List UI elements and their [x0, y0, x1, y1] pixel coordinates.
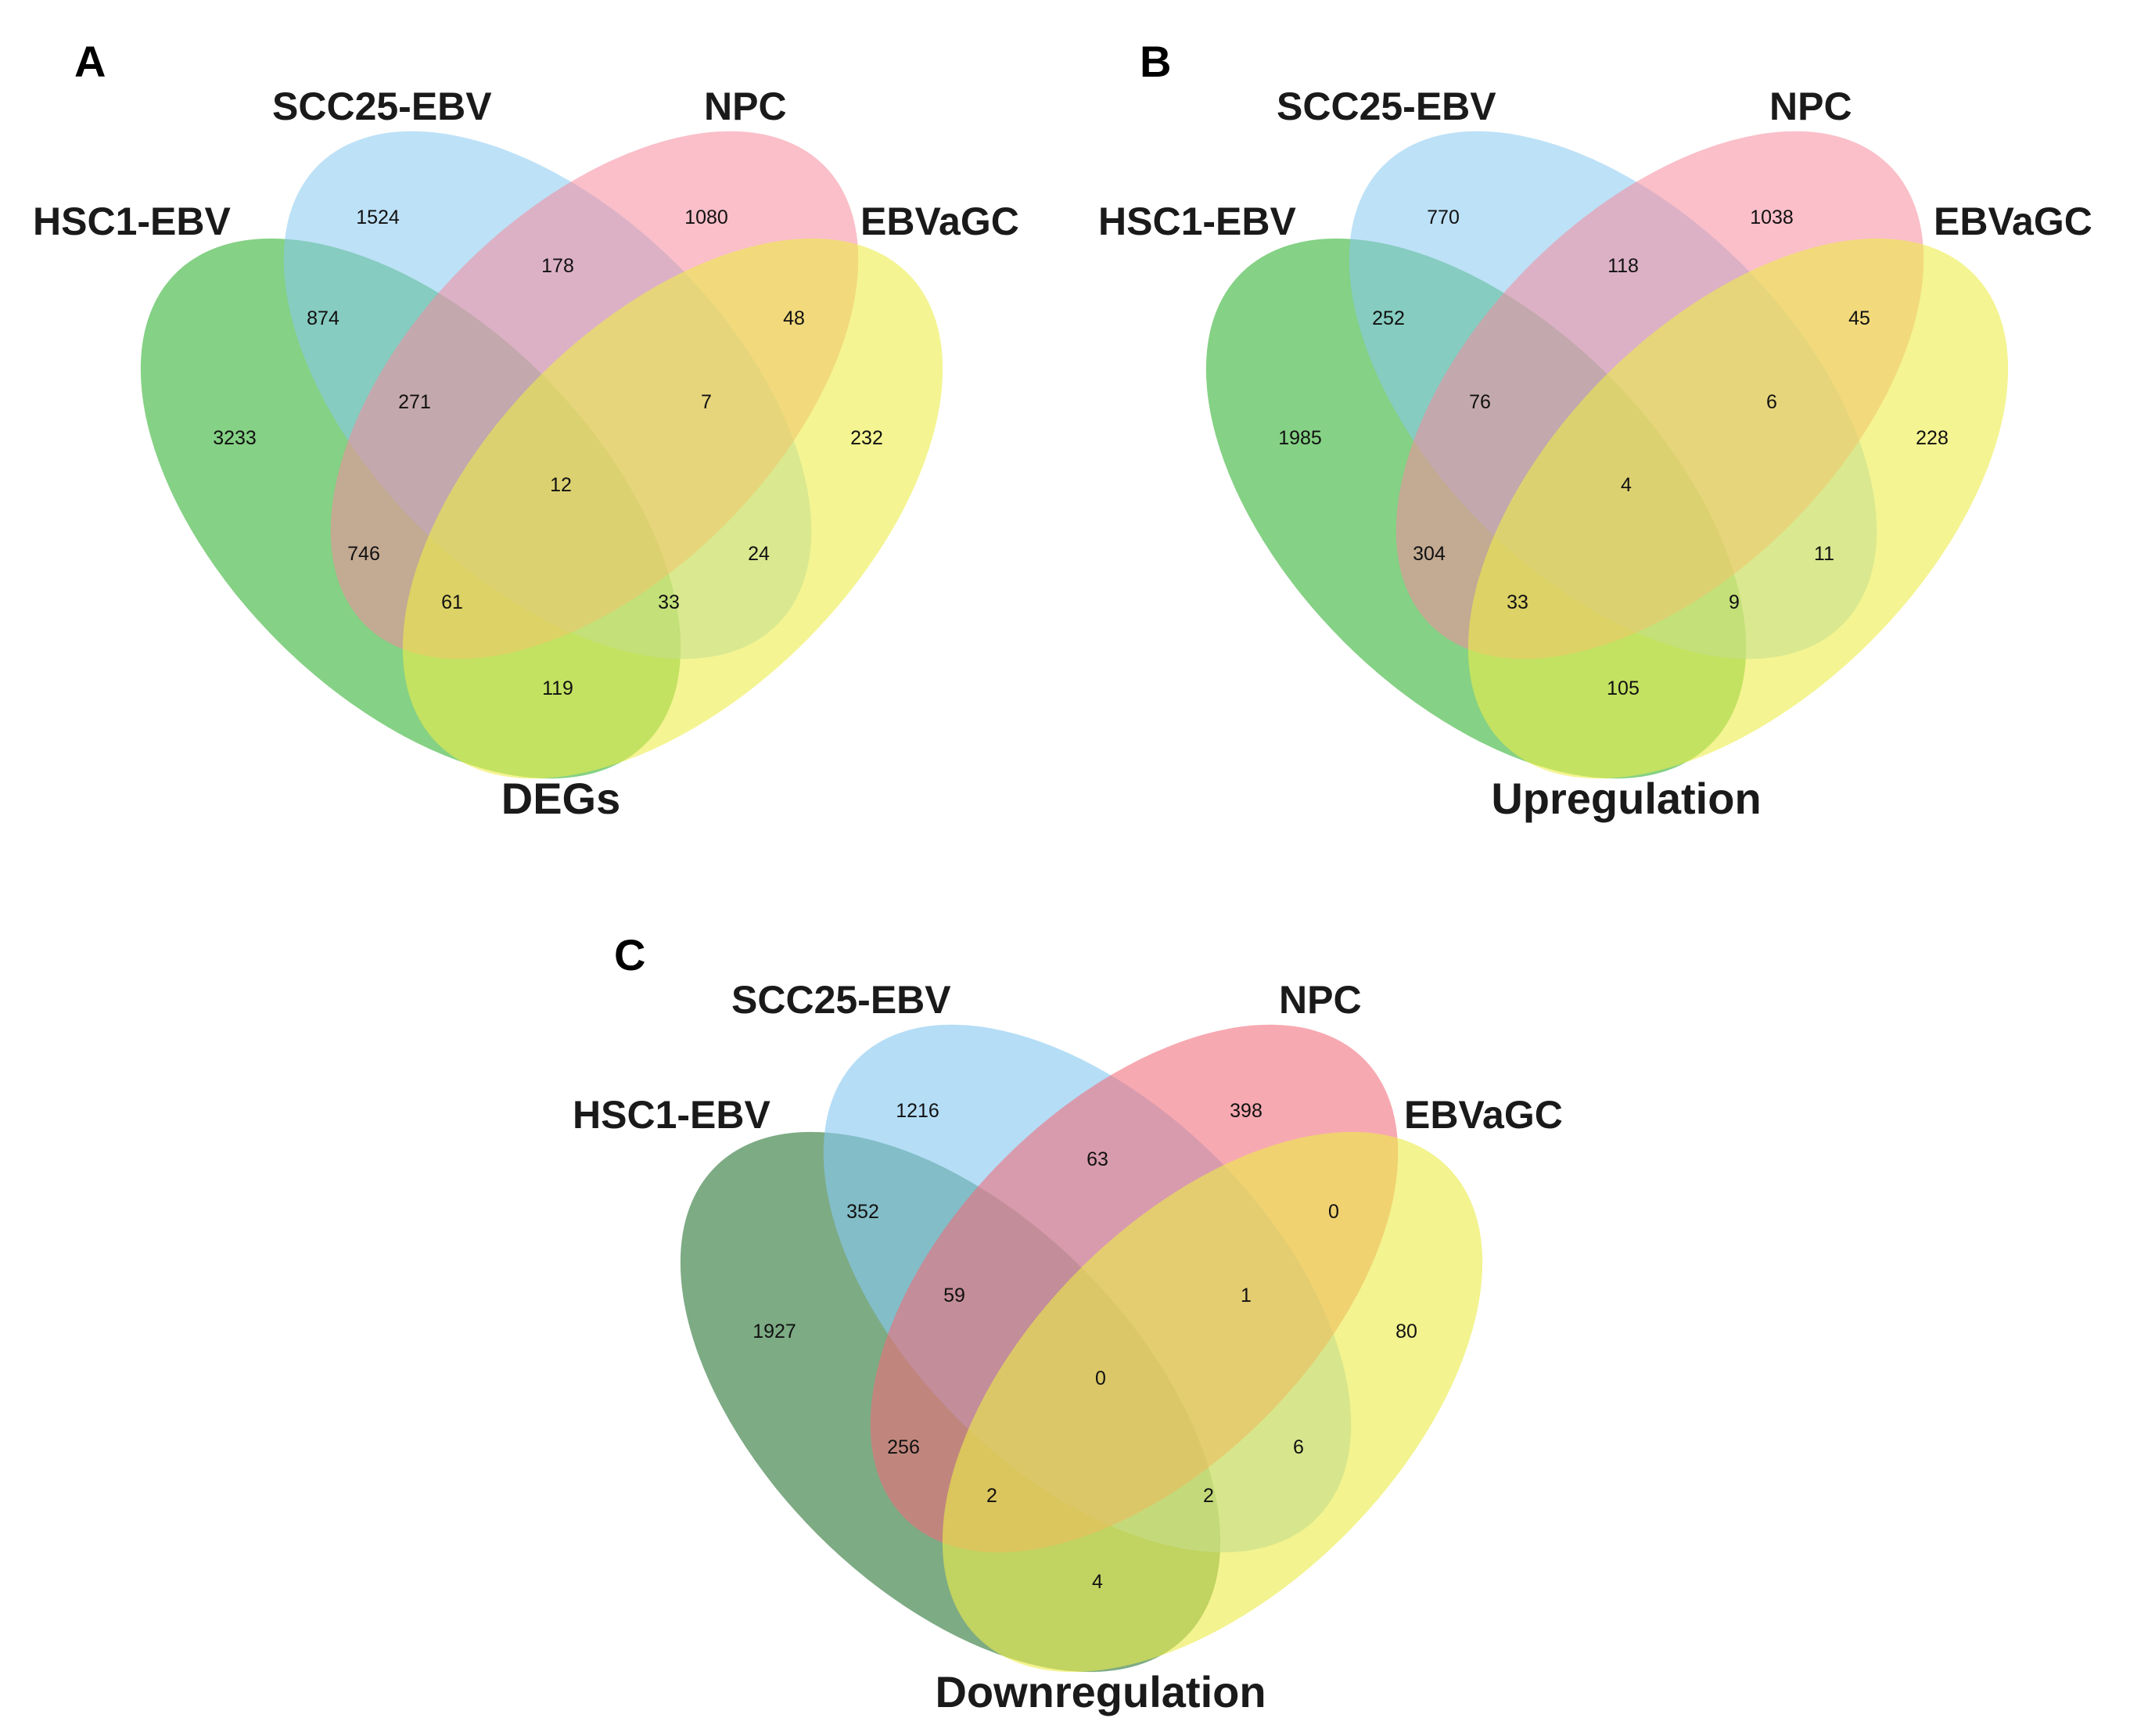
count-ebvagc-only: 232 — [850, 427, 883, 449]
ebvagc-set-ellipse — [942, 1131, 1483, 1673]
count-scc25-npc: 63 — [1087, 1148, 1108, 1170]
count-npc-ebvagc: 48 — [783, 307, 805, 329]
venn-panel-b: B HSC1-EBV SCC25-EBV NPC EBVaGC 1985 770… — [1098, 37, 2092, 823]
panel-title: DEGs — [501, 774, 621, 823]
count-hsc1-ebvagc: 4 — [1092, 1571, 1103, 1593]
hsc1-label: HSC1-EBV — [33, 199, 231, 243]
count-ebvagc-only: 228 — [1916, 427, 1949, 449]
count-hsc1-scc25-ebvagc: 2 — [1203, 1485, 1214, 1507]
count-hsc1-scc25-npc: 271 — [398, 391, 431, 413]
count-scc25-only: 770 — [1427, 207, 1460, 228]
count-scc25-ebvagc: 11 — [1814, 543, 1834, 565]
count-all-four: 4 — [1621, 474, 1632, 496]
count-scc25-npc: 118 — [1607, 255, 1639, 277]
count-hsc1-scc25-npc: 76 — [1469, 391, 1491, 413]
npc-label: NPC — [704, 84, 787, 128]
count-hsc1-ebvagc: 105 — [1607, 678, 1640, 699]
count-hsc1-only: 3233 — [213, 427, 257, 449]
npc-label: NPC — [1279, 978, 1362, 1022]
count-npc-only: 1080 — [684, 207, 728, 228]
venn-panel-c: C HSC1-EBV SCC25-EBV NPC EBVaGC 1927 121… — [573, 930, 1563, 1716]
count-scc25-ebvagc: 24 — [748, 543, 770, 565]
count-hsc1-npc-ebvagc: 33 — [1507, 591, 1528, 613]
ebvagc-set-ellipse — [1467, 238, 2009, 779]
count-hsc1-ebvagc: 119 — [542, 678, 573, 699]
venn-panel-a: A HSC1-EBV SCC25-EBV NPC EBVaGC 3233 152… — [33, 37, 1019, 823]
hsc1-label: HSC1-EBV — [1098, 199, 1296, 243]
count-npc-ebvagc: 0 — [1328, 1201, 1339, 1223]
ebvagc-label: EBVaGC — [1404, 1093, 1563, 1137]
count-hsc1-npc: 256 — [887, 1436, 920, 1458]
panel-title: Upregulation — [1491, 774, 1761, 823]
count-hsc1-npc: 746 — [347, 543, 380, 565]
ebvagc-label: EBVaGC — [1934, 199, 2092, 243]
hsc1-label: HSC1-EBV — [573, 1093, 770, 1137]
panel-title: Downregulation — [935, 1667, 1266, 1716]
scc25-label: SCC25-EBV — [1277, 84, 1496, 128]
scc25-label: SCC25-EBV — [272, 84, 492, 128]
count-scc25-npc-ebvagc: 7 — [701, 391, 712, 413]
panel-letter: A — [74, 37, 106, 86]
scc25-label: SCC25-EBV — [731, 978, 951, 1022]
count-hsc1-scc25: 352 — [846, 1201, 879, 1223]
count-hsc1-only: 1985 — [1278, 427, 1322, 449]
count-hsc1-only: 1927 — [753, 1321, 796, 1342]
count-npc-only: 398 — [1230, 1100, 1263, 1122]
count-hsc1-scc25-ebvagc: 9 — [1729, 591, 1740, 613]
count-hsc1-scc25-npc: 59 — [943, 1285, 965, 1306]
count-hsc1-npc: 304 — [1413, 543, 1446, 565]
ebvagc-label: EBVaGC — [860, 199, 1019, 243]
count-hsc1-npc-ebvagc: 2 — [986, 1485, 997, 1507]
count-scc25-ebvagc: 6 — [1293, 1436, 1304, 1458]
count-npc-only: 1038 — [1750, 207, 1794, 228]
npc-label: NPC — [1769, 84, 1852, 128]
panel-letter: C — [614, 930, 645, 979]
count-hsc1-scc25: 252 — [1372, 307, 1405, 329]
count-npc-ebvagc: 45 — [1848, 307, 1870, 329]
count-scc25-npc-ebvagc: 6 — [1766, 391, 1777, 413]
count-hsc1-scc25-ebvagc: 33 — [658, 591, 680, 613]
panel-letter: B — [1140, 37, 1171, 86]
count-ebvagc-only: 80 — [1395, 1321, 1417, 1342]
count-scc25-npc-ebvagc: 1 — [1241, 1285, 1252, 1306]
count-all-four: 12 — [550, 474, 572, 496]
ebvagc-set-ellipse — [402, 238, 943, 779]
count-scc25-only: 1216 — [896, 1100, 939, 1122]
count-hsc1-scc25: 874 — [307, 307, 339, 329]
count-scc25-npc: 178 — [541, 255, 574, 277]
count-hsc1-npc-ebvagc: 61 — [441, 591, 463, 613]
count-scc25-only: 1524 — [356, 207, 400, 228]
count-all-four: 0 — [1095, 1368, 1106, 1389]
